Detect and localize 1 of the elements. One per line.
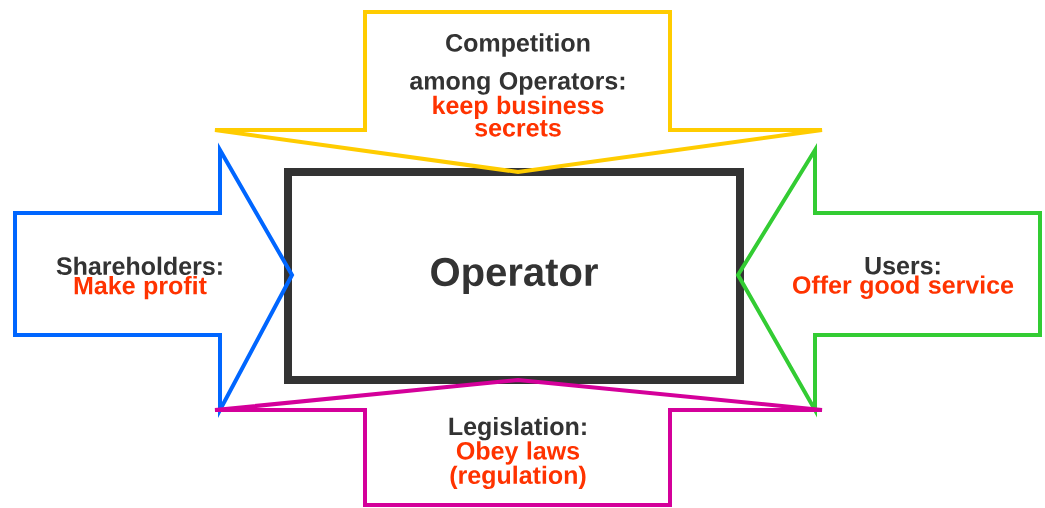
operator-box: Operator	[284, 168, 744, 384]
